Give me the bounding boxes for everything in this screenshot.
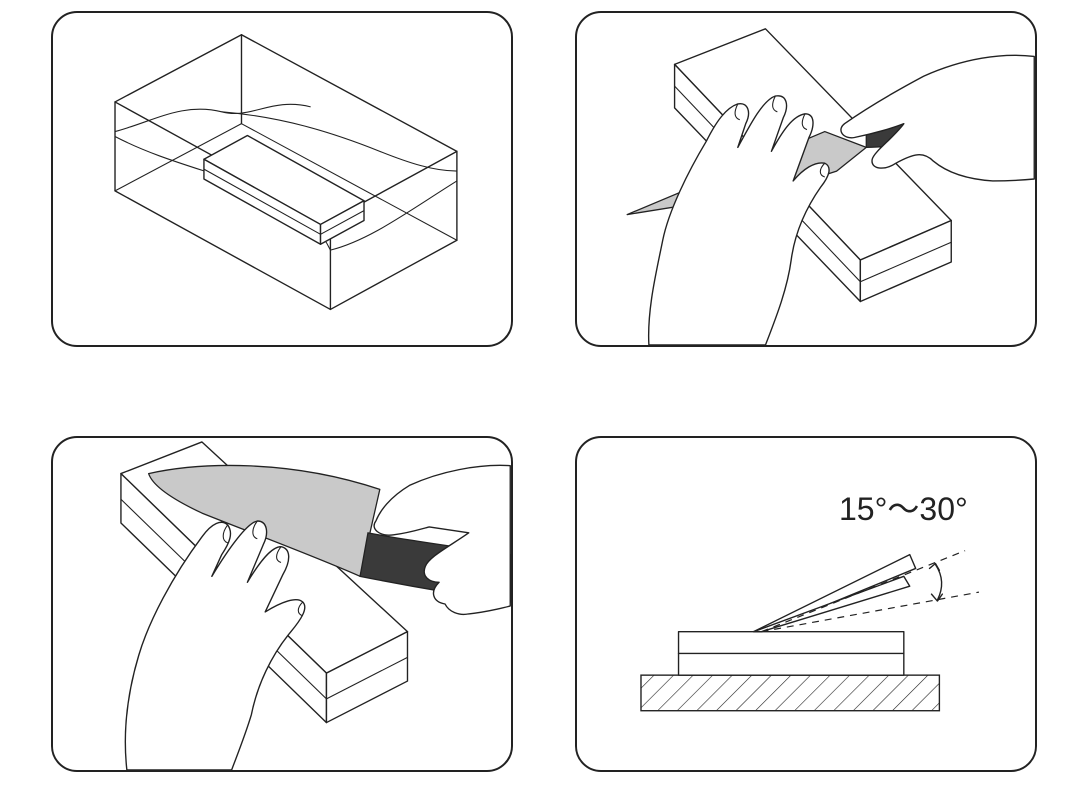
panel-sharpen-edge [51, 436, 513, 772]
right-hand [373, 464, 511, 616]
angle-range-label: 15°～30° [839, 491, 968, 527]
left-hand [124, 520, 306, 770]
right-hand [840, 54, 1035, 182]
left-hand [647, 95, 830, 345]
knife-blades [752, 553, 917, 633]
panel-soak-stone [51, 11, 513, 347]
angle-guide-lines [761, 550, 980, 633]
panel-sharpen-tip [575, 11, 1037, 347]
soak-stone-illustration [114, 34, 458, 311]
angle-diagram [640, 550, 980, 712]
sharpening-stone [677, 630, 905, 676]
panel-sharpening-angle: 15°～30° [575, 436, 1037, 772]
sharpening-stone [203, 134, 365, 245]
angle-arrow-icon [928, 562, 944, 602]
sharpen-tip-illustration [626, 28, 1035, 345]
sharpen-edge-illustration [120, 441, 511, 770]
base-surface [640, 674, 941, 712]
